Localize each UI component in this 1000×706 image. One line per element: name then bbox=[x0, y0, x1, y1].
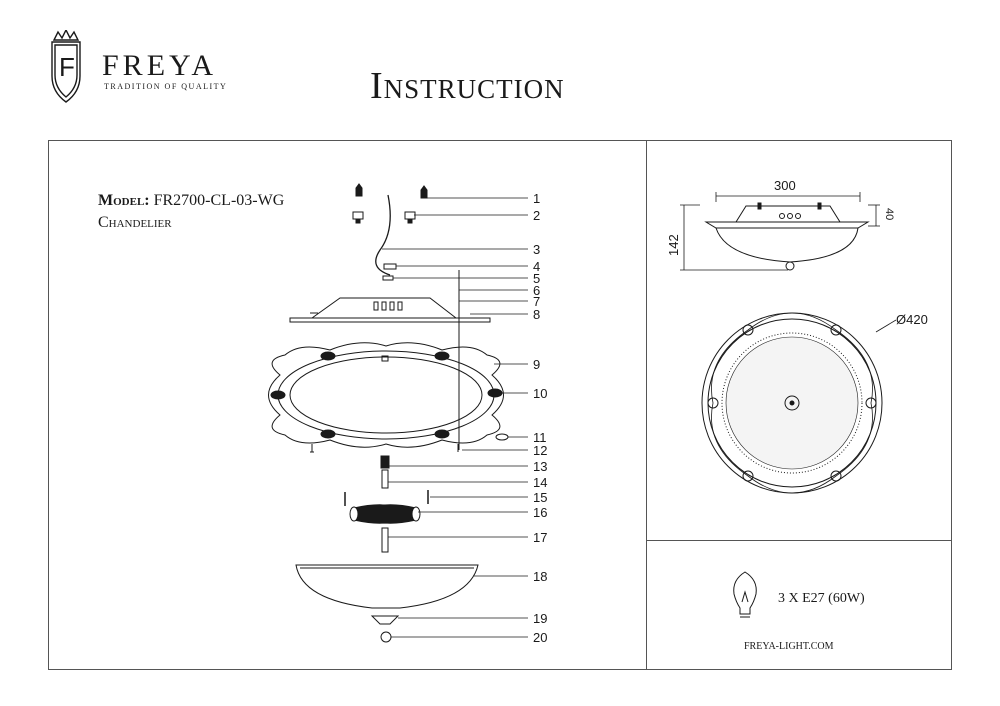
anchor-part-2 bbox=[352, 211, 416, 224]
part-number: 6 bbox=[533, 283, 540, 298]
vertical-divider bbox=[646, 140, 647, 670]
part-number: 14 bbox=[533, 475, 547, 490]
crown-shield-icon: F bbox=[51, 30, 81, 103]
leader-lines bbox=[382, 197, 528, 638]
screw-part-1 bbox=[355, 183, 428, 199]
side-view-drawing bbox=[680, 192, 880, 271]
part-number: 8 bbox=[533, 307, 540, 322]
crystal-part-10 bbox=[487, 388, 503, 398]
rod-part-17 bbox=[381, 527, 389, 553]
part-number: 12 bbox=[533, 443, 547, 458]
crystal-dots bbox=[707, 324, 877, 482]
part-number: 13 bbox=[533, 459, 547, 474]
bulb-spec: 3 X E27 (60W) bbox=[778, 591, 865, 606]
website-link[interactable]: FREYA-LIGHT.COM bbox=[744, 641, 834, 652]
finial-part-20 bbox=[380, 631, 392, 643]
part-number-labels: 1 2 3 4 5 6 7 8 9 10 11 12 13 14 15 16 1… bbox=[533, 191, 547, 645]
part-number: 17 bbox=[533, 530, 547, 545]
model-line: Model: FR2700-CL-03-WG bbox=[98, 192, 284, 210]
mounting-plate-part-8 bbox=[289, 297, 491, 323]
depth-dimension: 40 bbox=[883, 208, 895, 220]
model-label: Model: bbox=[98, 192, 150, 209]
part-number: 11 bbox=[533, 430, 547, 445]
dimension-labels: 300 40 142 Ø420 bbox=[666, 178, 928, 327]
terminal-part-4 bbox=[383, 263, 397, 270]
part-number: 4 bbox=[533, 259, 540, 274]
glass-bowl-part-18 bbox=[295, 564, 479, 609]
product-type: Chandelier bbox=[98, 214, 172, 231]
bulb-icon bbox=[733, 571, 757, 618]
part-number: 18 bbox=[533, 569, 547, 584]
width-dimension: 300 bbox=[774, 178, 796, 193]
part-number: 20 bbox=[533, 630, 547, 645]
terminal-part-5 bbox=[382, 275, 394, 281]
part-number: 3 bbox=[533, 242, 540, 257]
svg-text:F: F bbox=[59, 52, 75, 82]
cross-bar-part-16 bbox=[344, 490, 429, 524]
finial-part-19 bbox=[370, 615, 400, 625]
part-number: 15 bbox=[533, 490, 547, 505]
part-number: 16 bbox=[533, 505, 547, 520]
part-number: 10 bbox=[533, 386, 547, 401]
nipple-part-13 bbox=[380, 455, 390, 489]
part-number: 2 bbox=[533, 208, 540, 223]
crystal-drop-part-11 bbox=[495, 433, 509, 441]
part-number: 5 bbox=[533, 271, 540, 286]
diagram-frame bbox=[48, 140, 952, 670]
horizontal-divider bbox=[646, 540, 952, 541]
cable-part-3 bbox=[375, 194, 391, 276]
decorative-frame-part-9 bbox=[268, 342, 504, 448]
part-number: 1 bbox=[533, 191, 540, 206]
part-number: 7 bbox=[533, 294, 540, 309]
diameter-dimension: Ø420 bbox=[896, 312, 928, 327]
model-code: FR2700-CL-03-WG bbox=[153, 192, 285, 209]
part-number: 9 bbox=[533, 357, 540, 372]
top-view-drawing bbox=[701, 312, 897, 494]
page-title: Instruction bbox=[370, 65, 565, 107]
brand-tagline: TRADITION OF QUALITY bbox=[104, 82, 228, 91]
freya-logo: F bbox=[51, 30, 81, 103]
height-dimension: 142 bbox=[666, 234, 681, 256]
brand-name: FREYA bbox=[102, 49, 218, 82]
part-number: 19 bbox=[533, 611, 547, 626]
